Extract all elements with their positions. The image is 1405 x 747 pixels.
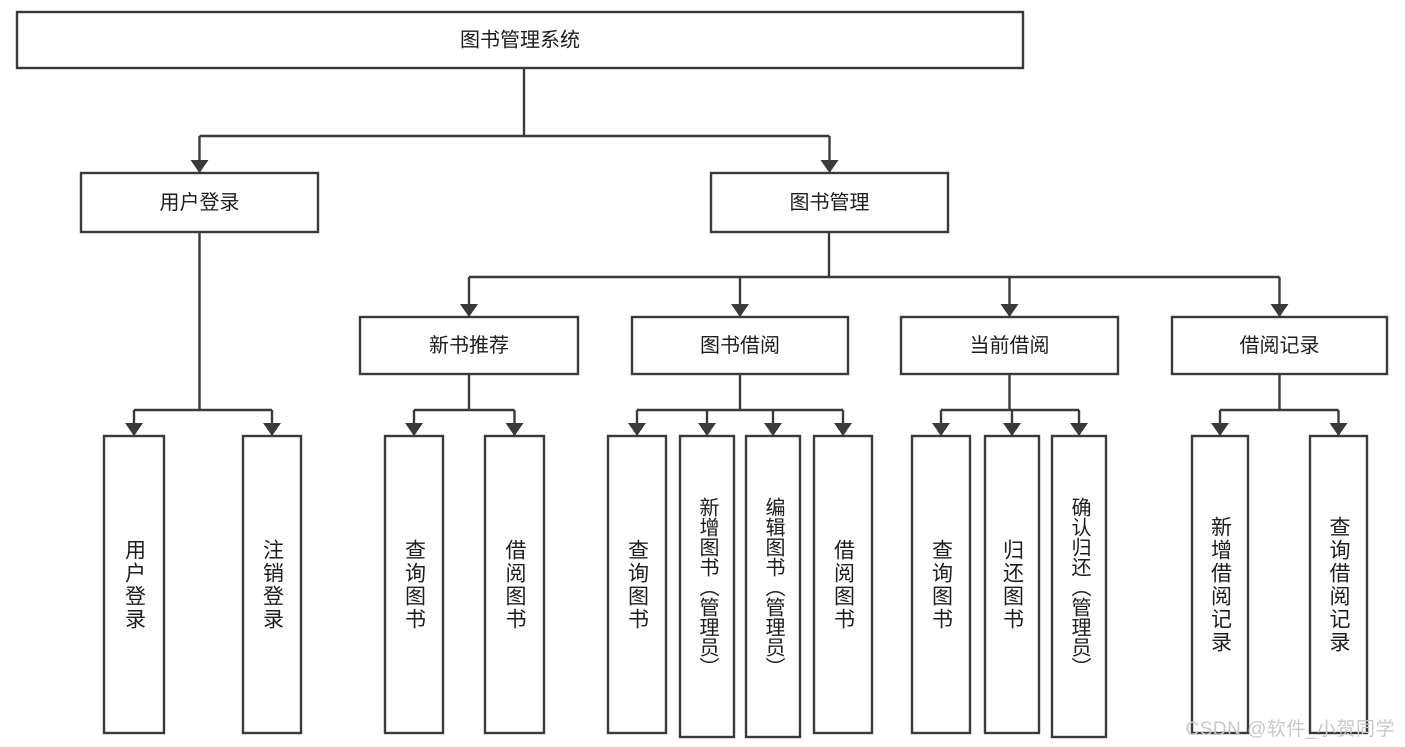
node-box bbox=[102, 434, 166, 735]
node-box bbox=[630, 315, 850, 376]
arrow-head bbox=[932, 423, 950, 436]
node-box bbox=[15, 10, 1025, 70]
node-leaf-add-borrow-record[interactable] bbox=[1190, 434, 1250, 735]
node-label: 图书借阅 bbox=[700, 334, 780, 357]
node-borrow-record[interactable]: 借阅记录 bbox=[1170, 315, 1389, 376]
node-box bbox=[899, 315, 1120, 376]
node-label: 用户登录 bbox=[160, 191, 240, 214]
arrow-head bbox=[405, 423, 423, 436]
arrow-head bbox=[190, 160, 209, 173]
arrow-head bbox=[834, 423, 852, 436]
node-box bbox=[241, 434, 303, 735]
node-leaf-query-book-1[interactable] bbox=[383, 434, 445, 735]
arrow-head bbox=[263, 423, 281, 436]
node-box bbox=[709, 171, 950, 234]
edge-group-book-borrow bbox=[628, 374, 852, 436]
arrow-head bbox=[1329, 423, 1348, 436]
node-leaf-add-book[interactable] bbox=[678, 434, 736, 739]
node-leaf-borrow-book-2[interactable] bbox=[812, 434, 874, 735]
node-book-borrow[interactable]: 图书借阅 bbox=[630, 315, 850, 376]
node-root[interactable]: 图书管理系统 bbox=[15, 10, 1025, 70]
node-leaf-return-book[interactable] bbox=[983, 434, 1041, 735]
arrow-head bbox=[1000, 304, 1019, 317]
edge-group-current-borrow bbox=[932, 374, 1088, 436]
node-box bbox=[1308, 434, 1369, 735]
node-label: 当前借阅 bbox=[970, 334, 1050, 357]
arrow-head bbox=[820, 160, 839, 173]
node-box bbox=[744, 434, 802, 739]
node-leaf-logout-login[interactable] bbox=[241, 434, 303, 735]
node-leaf-query-borrow-record[interactable] bbox=[1308, 434, 1369, 735]
node-label: 图书管理 bbox=[790, 191, 870, 214]
node-leaf-query-book-2[interactable] bbox=[606, 434, 668, 735]
node-label: 图书管理系统 bbox=[460, 28, 580, 51]
edge-group-root bbox=[190, 68, 839, 173]
node-box bbox=[1170, 315, 1389, 376]
watermark-text: CSDN @软件_小贺同学 bbox=[1185, 719, 1395, 740]
edge-group-borrow-record bbox=[1211, 374, 1348, 436]
node-box bbox=[1050, 434, 1108, 739]
node-box bbox=[983, 434, 1041, 735]
node-box bbox=[79, 171, 320, 234]
node-box bbox=[678, 434, 736, 739]
edge-group-book-manage bbox=[460, 232, 1289, 317]
node-box bbox=[358, 315, 580, 376]
node-leaf-user-login[interactable] bbox=[102, 434, 166, 735]
edge-group-new-book-recommend bbox=[405, 374, 524, 436]
node-current-borrow[interactable]: 当前借阅 bbox=[899, 315, 1120, 376]
node-label: 新书推荐 bbox=[429, 334, 509, 357]
arrow-head bbox=[125, 423, 143, 436]
arrow-head bbox=[1003, 423, 1021, 436]
arrow-head bbox=[698, 423, 716, 436]
node-leaf-borrow-book-1[interactable] bbox=[483, 434, 546, 735]
connector-layer bbox=[125, 68, 1348, 436]
node-leaf-edit-book[interactable] bbox=[744, 434, 802, 739]
node-leaf-confirm-return[interactable] bbox=[1050, 434, 1108, 739]
node-label: 借阅记录 bbox=[1240, 334, 1320, 357]
arrow-head bbox=[1270, 304, 1289, 317]
node-box bbox=[812, 434, 874, 735]
edge-group-user-login bbox=[125, 232, 281, 436]
arrow-head bbox=[1211, 423, 1229, 436]
node-box bbox=[383, 434, 445, 735]
node-box bbox=[483, 434, 546, 735]
node-new-book-recommend[interactable]: 新书推荐 bbox=[358, 315, 580, 376]
node-leaf-query-book-3[interactable] bbox=[910, 434, 972, 735]
arrow-head bbox=[628, 423, 646, 436]
arrow-head bbox=[460, 304, 478, 317]
arrow-head bbox=[764, 423, 782, 436]
arrow-head bbox=[505, 423, 524, 436]
node-box bbox=[1190, 434, 1250, 735]
arrow-head bbox=[1070, 423, 1088, 436]
node-user-login[interactable]: 用户登录 bbox=[79, 171, 320, 234]
arrow-head bbox=[731, 304, 749, 317]
node-book-manage[interactable]: 图书管理 bbox=[709, 171, 950, 234]
node-box bbox=[606, 434, 668, 735]
node-box bbox=[910, 434, 972, 735]
